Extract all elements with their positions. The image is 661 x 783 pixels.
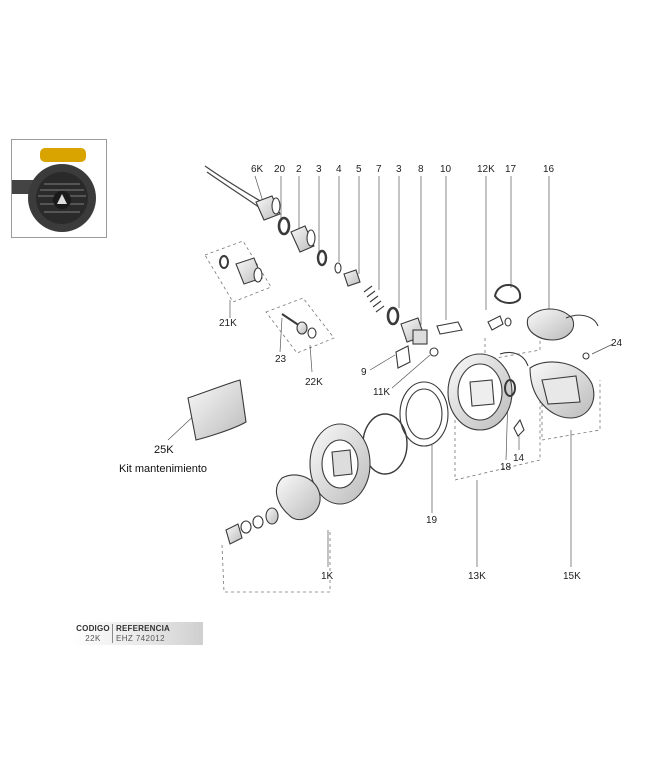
label-13K: 13K [468,571,486,582]
label-9: 9 [361,367,367,378]
part-3-o-ring-b [386,306,400,326]
assembly-outlines [204,240,601,593]
part-13K-housing [447,351,529,431]
part-2-connector [290,225,316,253]
part-16-mouthpiece [526,308,574,341]
part-15K-front-cover [529,361,595,419]
part-12K-ring [504,317,512,327]
kit-21K-outline [204,240,272,303]
part-25K-kit-bag [187,379,247,441]
label-8: 8 [418,164,424,175]
label-16: 16 [543,164,555,175]
label-19: 19 [426,515,438,526]
code-header: CODIGO [76,624,110,633]
label-1K: 1K [321,571,334,582]
hose [204,165,263,209]
product-thumbnail[interactable] [11,139,107,238]
code-value: 22K [85,634,101,643]
label-15K: 15K [563,571,581,582]
leader-lines [167,175,614,567]
part-18-o-ring [504,379,516,397]
part-24-screw [582,352,590,360]
label-2: 2 [296,164,302,175]
kit-22K-outline [265,297,335,354]
code-reference-table: CODIGO 22K REFERENCIA EHZ 742012 [72,622,203,645]
part-11K-nut [429,347,439,357]
parts [187,195,599,545]
regulator-second-stage-icon [12,140,106,237]
part-7-spring [363,285,385,313]
label-17: 17 [505,164,517,175]
label-23: 23 [275,354,287,365]
label-10: 10 [440,164,452,175]
label-5: 5 [356,164,362,175]
part-1K-purge-button [275,474,321,521]
part-1K-fasteners [225,507,279,545]
part-3-o-ring-a [316,249,328,267]
label-25K: 25K [154,444,174,456]
label-3b: 3 [396,164,402,175]
code-column: CODIGO 22K [76,624,110,643]
kit-13K-outline [454,380,541,481]
label-7: 7 [376,164,382,175]
table-background [72,622,203,645]
kit-caption: Kit mantenimiento [119,463,207,475]
part-19-diaphragm [399,381,449,447]
part-5-seat [343,269,361,287]
part-4-washer [334,262,342,274]
part-10-lever [436,321,463,335]
part-16-mouthpiece-strap [565,314,599,327]
part-9-cover [395,345,411,369]
label-21K: 21K [219,318,237,329]
label-6K: 6K [251,164,264,175]
kit-15K-outline [541,380,601,441]
part-20-o-ring [277,216,291,236]
label-22K: 22K [305,377,323,388]
reference-header: REFERENCIA [116,624,171,633]
label-4: 4 [336,164,342,175]
reference-value: EHZ 742012 [116,634,165,643]
part-number-labels: 6K 20 2 3 4 5 7 3 8 10 12K 17 16 24 21K … [119,164,623,582]
part-1K-face-plate [309,423,371,505]
label-3a: 3 [316,164,322,175]
part-6K-hose-fitting [255,195,281,221]
part-8-valve-body [400,317,428,345]
part-14-valve [513,418,525,437]
table-divider [112,624,113,643]
part-21K-components [219,255,263,285]
label-14: 14 [513,453,525,464]
part-22K-components [281,313,317,339]
reference-column: REFERENCIA EHZ 742012 [116,624,201,643]
label-24: 24 [611,338,623,349]
label-20: 20 [274,164,286,175]
label-18: 18 [500,462,512,473]
label-12K: 12K [477,164,495,175]
label-11K: 11K [373,387,390,398]
kit-12K-outline [484,330,541,361]
part-17-clip [493,284,522,304]
part-12K-purge-part [487,315,504,331]
